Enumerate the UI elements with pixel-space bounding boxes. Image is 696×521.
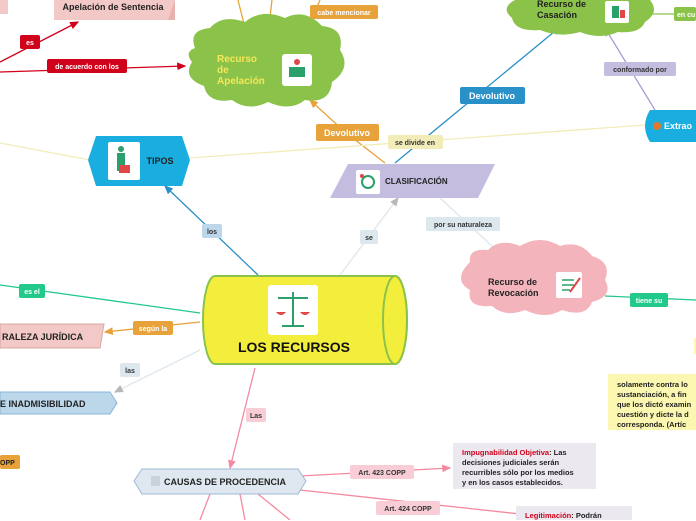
book-icon <box>653 122 661 130</box>
inadmisibilidad-label: E INADMISIBILIDAD <box>0 399 86 409</box>
chip-cabe-mencionar-label: cabe mencionar <box>317 10 371 17</box>
chip-es-label: es <box>26 40 34 47</box>
apelacion-sentencia-label: Apelación de Sentencia <box>62 2 164 12</box>
naturaleza-label: RALEZA JURÍDICA <box>2 332 84 342</box>
chip-de-acuerdo-label: de acuerdo con los <box>55 64 119 71</box>
impugnabilidad-body: : Las decisiones judiciales serán recurr… <box>462 448 574 487</box>
list-icon <box>151 476 160 486</box>
impugnabilidad-note-box <box>453 443 596 489</box>
chip-tiene-su[interactable]: tiene su <box>630 293 668 307</box>
offscreen-node-edge <box>0 0 8 14</box>
cycle-icon <box>356 170 380 194</box>
impugnabilidad-note: Impugnabilidad Objetiva: Las decisiones … <box>462 448 594 488</box>
central-label: LOS RECURSOS <box>238 339 350 355</box>
copp-left-node[interactable]: OPP <box>0 455 20 469</box>
chip-conformado-por-label: conformado por <box>613 67 667 74</box>
legitimacion-title: Legitimación <box>525 511 572 520</box>
revocacion-note: solamente contra lo sustanciación, a fin… <box>617 380 692 429</box>
chip-por-su-naturaleza-label: por su naturaleza <box>434 222 492 229</box>
chip-se-label: se <box>365 235 373 242</box>
chip-segun-la-label: según la <box>139 326 168 333</box>
chip-las-pink-label: Las <box>250 413 262 420</box>
chip-de-acuerdo[interactable]: de acuerdo con los <box>47 59 127 73</box>
chip-se-divide-label: se divide en <box>395 140 435 147</box>
chip-los[interactable]: los <box>202 224 222 238</box>
clasificacion-node[interactable]: CLASIFICACIÓN <box>330 164 495 198</box>
chip-devolutivo-orange[interactable]: Devolutivo <box>316 124 379 141</box>
chip-es-el[interactable]: es el <box>19 284 45 298</box>
chip-devolutivo-orange-label: Devolutivo <box>324 128 371 138</box>
impugnabilidad-title: Impugnabilidad Objetiva <box>462 448 550 457</box>
chip-conformado-por[interactable]: conformado por <box>604 62 676 76</box>
clasificacion-label: CLASIFICACIÓN <box>385 177 448 186</box>
legitimacion-body: : Podrán <box>571 511 602 520</box>
chip-cabe-mencionar[interactable]: cabe mencionar <box>310 5 378 19</box>
copp-left-label: OPP <box>0 460 15 467</box>
chip-se[interactable]: se <box>360 230 378 244</box>
legitimacion-note-box <box>516 506 632 520</box>
chip-art423-label: Art. 423 COPP <box>358 470 406 477</box>
chip-art424[interactable]: Art. 424 COPP <box>376 501 440 515</box>
legitimacion-note: Legitimación: Podrán <box>525 511 631 521</box>
apelacion-sentencia-node[interactable]: Apelación de Sentencia <box>54 0 175 20</box>
naturaleza-node[interactable]: RALEZA JURÍDICA <box>0 323 105 349</box>
chip-segun-la[interactable]: según la <box>133 321 173 335</box>
chip-en-cu-label: en cu <box>677 12 695 19</box>
revocacion-note-box <box>608 374 696 430</box>
chip-tiene-su-label: tiene su <box>636 298 662 305</box>
chip-es-el-label: es el <box>24 289 40 296</box>
extraordinario-label: Extrao <box>664 121 693 131</box>
chip-en-cu[interactable]: en cu <box>674 7 696 21</box>
chip-se-divide[interactable]: se divide en <box>388 135 443 149</box>
chip-los-label: los <box>207 229 217 236</box>
chip-devolutivo-blue-label: Devolutivo <box>469 91 516 101</box>
extraordinario-node[interactable]: Extrao <box>645 110 696 142</box>
offscreen-note-edge <box>694 338 696 354</box>
chip-por-su-naturaleza[interactable]: por su naturaleza <box>426 217 500 231</box>
chip-art424-label: Art. 424 COPP <box>384 506 432 513</box>
inadmisibilidad-node[interactable]: E INADMISIBILIDAD <box>0 391 118 415</box>
central-node[interactable]: LOS RECURSOS <box>202 275 408 365</box>
chip-las[interactable]: las <box>120 363 140 377</box>
chip-es[interactable]: es <box>20 35 40 49</box>
causas-label: CAUSAS DE PROCEDENCIA <box>164 477 287 487</box>
chip-devolutivo-blue[interactable]: Devolutivo <box>460 87 525 104</box>
chip-art423[interactable]: Art. 423 COPP <box>350 465 414 479</box>
tipos-label: TIPOS <box>146 156 173 166</box>
chip-las-label: las <box>125 368 135 375</box>
causas-node[interactable]: CAUSAS DE PROCEDENCIA <box>133 468 307 495</box>
chip-las-pink[interactable]: Las <box>246 408 266 422</box>
tipos-node[interactable]: TIPOS <box>88 136 190 186</box>
